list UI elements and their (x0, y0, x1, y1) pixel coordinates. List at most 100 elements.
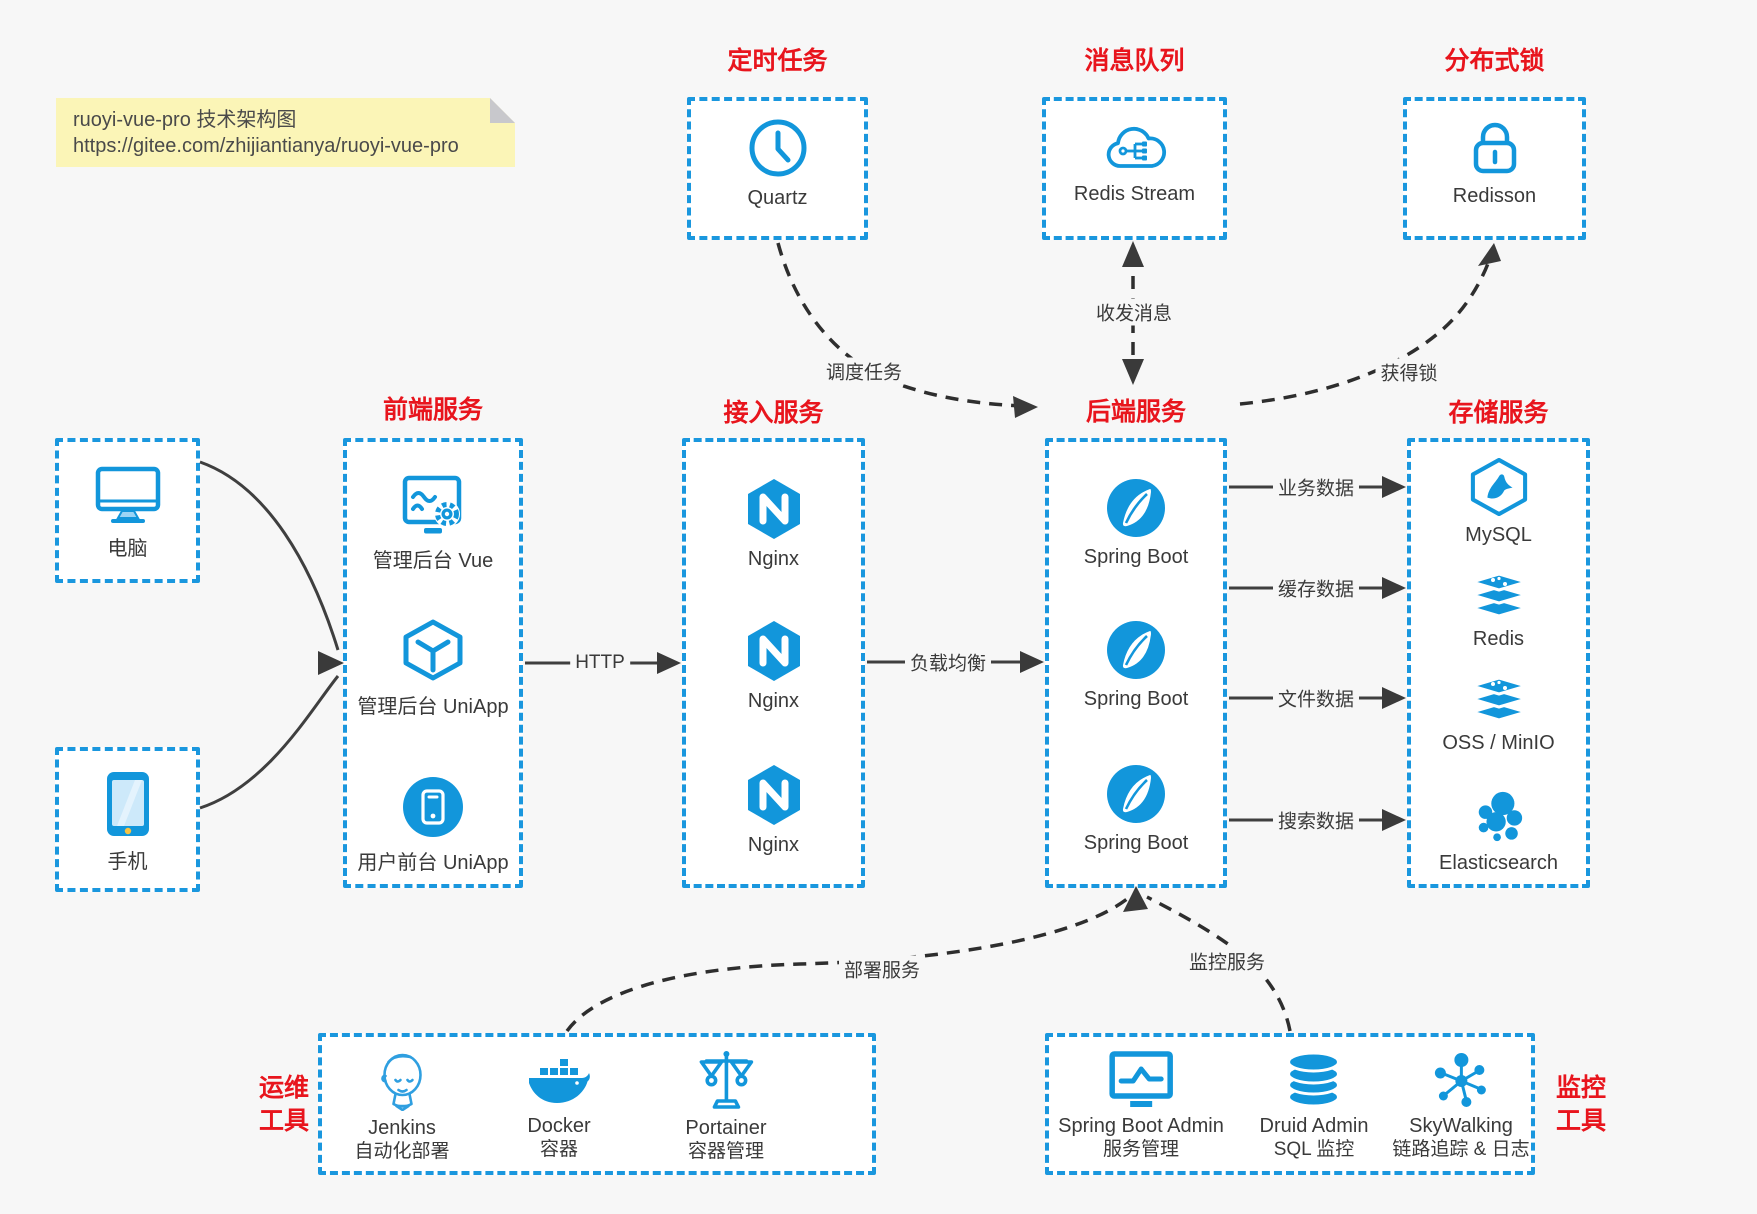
druid-name: Druid Admin (1259, 1115, 1369, 1137)
portainer-node: Portainer 容器管理 (685, 1049, 767, 1163)
admin-uniapp-label: 管理后台 UniApp (357, 696, 509, 718)
admin-vue-label: 管理后台 Vue (372, 550, 494, 572)
monitoring-tools-box: Spring Boot Admin 服务管理 Druid Admin SQL 监… (1045, 1033, 1535, 1175)
frontend-box: 管理后台 Vue 管理后台 UniApp 用户前台 UniApp (343, 438, 523, 888)
arrowhead-loadbalance (1020, 651, 1044, 673)
nginx-label: Nginx (747, 834, 800, 856)
group-title-lock: 分布式锁 (1444, 47, 1545, 75)
group-title-access: 接入服务 (723, 399, 824, 427)
mq-box: Redis Stream (1042, 97, 1227, 240)
jenkins-name: Jenkins (368, 1117, 436, 1139)
redisson-node: Redisson (1407, 119, 1582, 208)
edge-lock-curve (1239, 257, 1492, 406)
mysql-label: MySQL (1465, 524, 1532, 546)
docker-desc: 容器 (539, 1139, 578, 1160)
oss-minio-icon (1470, 676, 1527, 722)
nginx-icon (747, 765, 800, 825)
arrowhead-file (1382, 687, 1406, 709)
edge-label-file: 文件数据 (1272, 684, 1360, 712)
note-title: ruoyi-vue-pro 技术架构图 (73, 109, 297, 131)
storage-box: MySQL Redis (1407, 438, 1590, 888)
spring-boot-icon (1107, 621, 1165, 679)
portainer-icon (699, 1051, 753, 1109)
edge-label-loadbalance: 负载均衡 (904, 648, 992, 676)
arrowhead-business (1382, 476, 1406, 498)
druid-node: Druid Admin SQL 监控 (1259, 1051, 1369, 1161)
edge-label-schedule: 调度任务 (820, 357, 908, 385)
nginx-label: Nginx (747, 690, 800, 712)
springboot-node-1: Spring Boot (1049, 478, 1223, 569)
arrowhead-http (657, 652, 681, 674)
redis-label: Redis (1472, 628, 1525, 650)
edge-label-business: 业务数据 (1272, 473, 1360, 501)
edge-label-lock: 获得锁 (1375, 358, 1443, 386)
edge-label-search: 搜索数据 (1272, 806, 1360, 834)
springboot-label: Spring Boot (1083, 832, 1189, 854)
portainer-desc: 容器管理 (687, 1141, 764, 1162)
arrowhead-message-up (1122, 241, 1144, 267)
sb-admin-desc: 服务管理 (1102, 1139, 1179, 1160)
user-app-icon (403, 777, 463, 837)
sb-admin-icon (1109, 1051, 1173, 1107)
skywalking-icon (1434, 1053, 1486, 1107)
edge-label-cache: 缓存数据 (1272, 574, 1360, 602)
cloud-stream-icon (1106, 126, 1166, 168)
arrowhead-deploy-monitor (1123, 886, 1148, 912)
clock-icon (749, 119, 806, 177)
arrowhead-search (1382, 809, 1406, 831)
springboot-node-2: Spring Boot (1049, 620, 1223, 711)
redis-stream-node: Redis Stream (1046, 121, 1223, 206)
edge-label-deploy: 部署服务 (838, 955, 926, 983)
springboot-node-3: Spring Boot (1049, 764, 1223, 855)
springboot-label: Spring Boot (1083, 546, 1189, 568)
spring-boot-icon (1107, 479, 1165, 537)
sb-admin-name: Spring Boot Admin (1058, 1115, 1224, 1137)
admin-uniapp-node: 管理后台 UniApp (347, 618, 519, 719)
redisson-label: Redisson (1452, 185, 1537, 207)
redis-stream-label: Redis Stream (1073, 183, 1196, 205)
mysql-icon (1470, 458, 1527, 516)
user-uniapp-node: 用户前台 UniApp (347, 776, 519, 875)
mobile-label: 手机 (107, 851, 148, 873)
note-url: https://gitee.com/zhijiantianya/ruoyi-vu… (73, 135, 459, 157)
nginx-icon (747, 621, 800, 681)
lock-box: Redisson (1403, 97, 1586, 240)
pc-node: 电脑 (59, 466, 196, 561)
mobile-node: 手机 (59, 771, 196, 874)
pc-label: 电脑 (107, 538, 148, 560)
admin-vue-node: 管理后台 Vue (347, 474, 519, 573)
jenkins-icon (380, 1053, 422, 1111)
nginx-icon (747, 479, 800, 539)
ops-side-label: 运维 工具 (258, 1074, 309, 1135)
edge-label-message: 收发消息 (1090, 298, 1178, 326)
desktop-icon (95, 466, 160, 523)
monitoring-side-label: 监控 工具 (1555, 1074, 1606, 1135)
nginx-node-2: Nginx (686, 620, 861, 713)
scheduler-box: Quartz (687, 97, 868, 240)
docker-node: Docker 容器 (527, 1059, 591, 1161)
docker-icon (529, 1059, 590, 1103)
group-title-backend: 后端服务 (1085, 398, 1186, 426)
sticky-note: ruoyi-vue-pro 技术架构图 https://gitee.com/zh… (56, 98, 515, 167)
nginx-label: Nginx (747, 548, 800, 570)
springboot-label: Spring Boot (1083, 688, 1189, 710)
nginx-node-1: Nginx (686, 478, 861, 571)
skywalking-desc: 链路追踪 & 日志 (1392, 1139, 1530, 1160)
elasticsearch-node: Elasticsearch (1411, 790, 1586, 875)
arrowhead-lock (1478, 243, 1501, 266)
redis-stack-icon (1470, 572, 1527, 618)
quartz-label: Quartz (747, 187, 808, 209)
group-title-mq: 消息队列 (1084, 47, 1185, 75)
elasticsearch-icon (1478, 791, 1522, 842)
client-mobile-box: 手机 (55, 747, 200, 892)
smartphone-icon (106, 772, 149, 836)
oss-minio-label: OSS / MinIO (1442, 732, 1555, 754)
oss-minio-node: OSS / MinIO (1411, 676, 1586, 755)
elasticsearch-label: Elasticsearch (1439, 852, 1558, 874)
note-fold-corner (490, 98, 515, 123)
edge-label-monitor: 监控服务 (1183, 947, 1271, 975)
arrowhead-message-down (1122, 359, 1144, 385)
druid-desc: SQL 监控 (1273, 1139, 1355, 1160)
admin-vue-icon (402, 475, 462, 534)
